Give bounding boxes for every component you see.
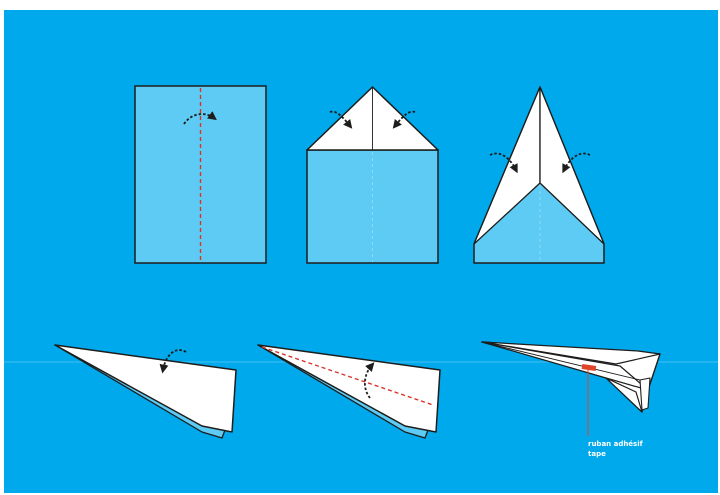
step-3-left-arrow-icon xyxy=(489,152,518,174)
step-4-fold-arrow-icon xyxy=(159,349,187,374)
step-1-fold-arrow-icon xyxy=(183,111,217,125)
step-2-left-arrow-icon xyxy=(329,110,353,129)
tape-label-line1: ruban adhésif xyxy=(588,440,644,448)
tape-label-line2: tape xyxy=(588,450,606,458)
step-5-fold-arrow-icon xyxy=(364,362,375,399)
step-5-fold-line xyxy=(261,346,434,406)
step-3-sheet xyxy=(473,86,605,264)
step-4-sheet xyxy=(54,344,237,439)
step-2-sheet xyxy=(306,86,439,264)
tape-strip xyxy=(581,364,597,371)
step-1-sheet xyxy=(134,85,267,264)
step-5-sheet xyxy=(257,344,441,439)
step-3-right-arrow-icon xyxy=(562,152,591,174)
step-6-airplane: ruban adhésif tape xyxy=(481,341,661,458)
step-2-right-arrow-icon xyxy=(392,110,416,129)
